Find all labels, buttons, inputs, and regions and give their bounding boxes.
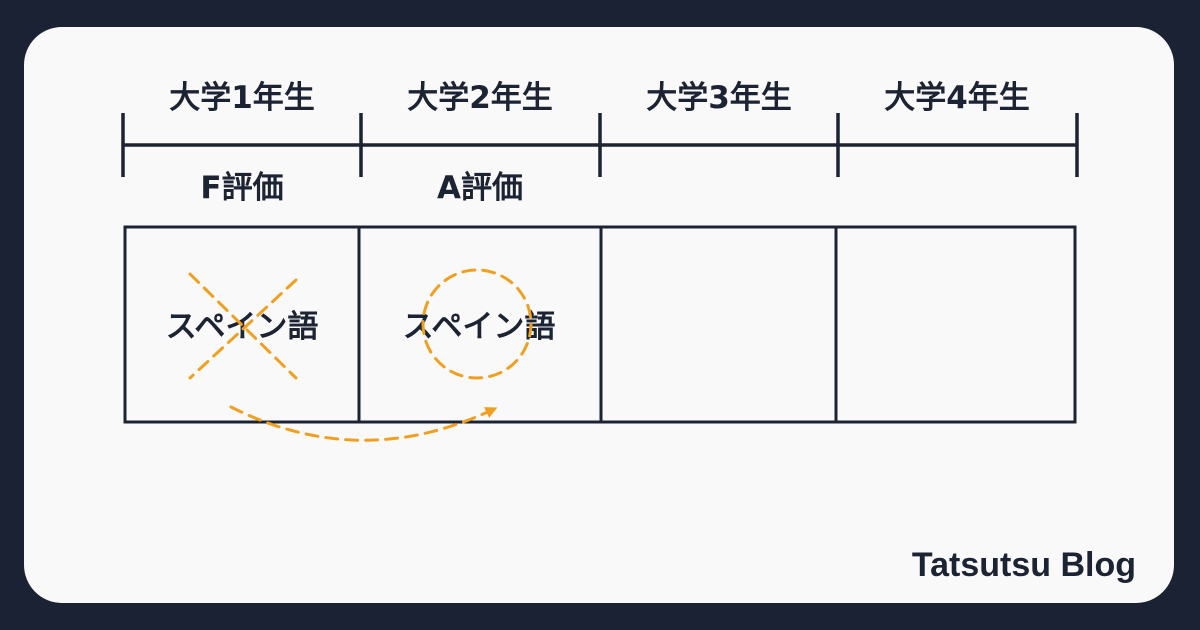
grade-label-year-1: F評価: [200, 170, 284, 206]
timeline: [121, 113, 1079, 177]
circle-icon: [421, 268, 533, 380]
year-label-4: 大学4年生: [884, 80, 1030, 116]
course-year-1: スペイン語: [165, 309, 319, 345]
year-label-1: 大学1年生: [169, 80, 315, 116]
grade-label-year-2: A評価: [437, 170, 523, 206]
curved-arrow-icon: [229, 405, 498, 442]
year-label-2: 大学2年生: [407, 80, 553, 116]
course-boxes: [123, 225, 1077, 424]
x-mark-icon: [188, 272, 298, 380]
year-label-3: 大学3年生: [646, 80, 792, 116]
brand-label: Tatsutsu Blog: [911, 546, 1136, 584]
